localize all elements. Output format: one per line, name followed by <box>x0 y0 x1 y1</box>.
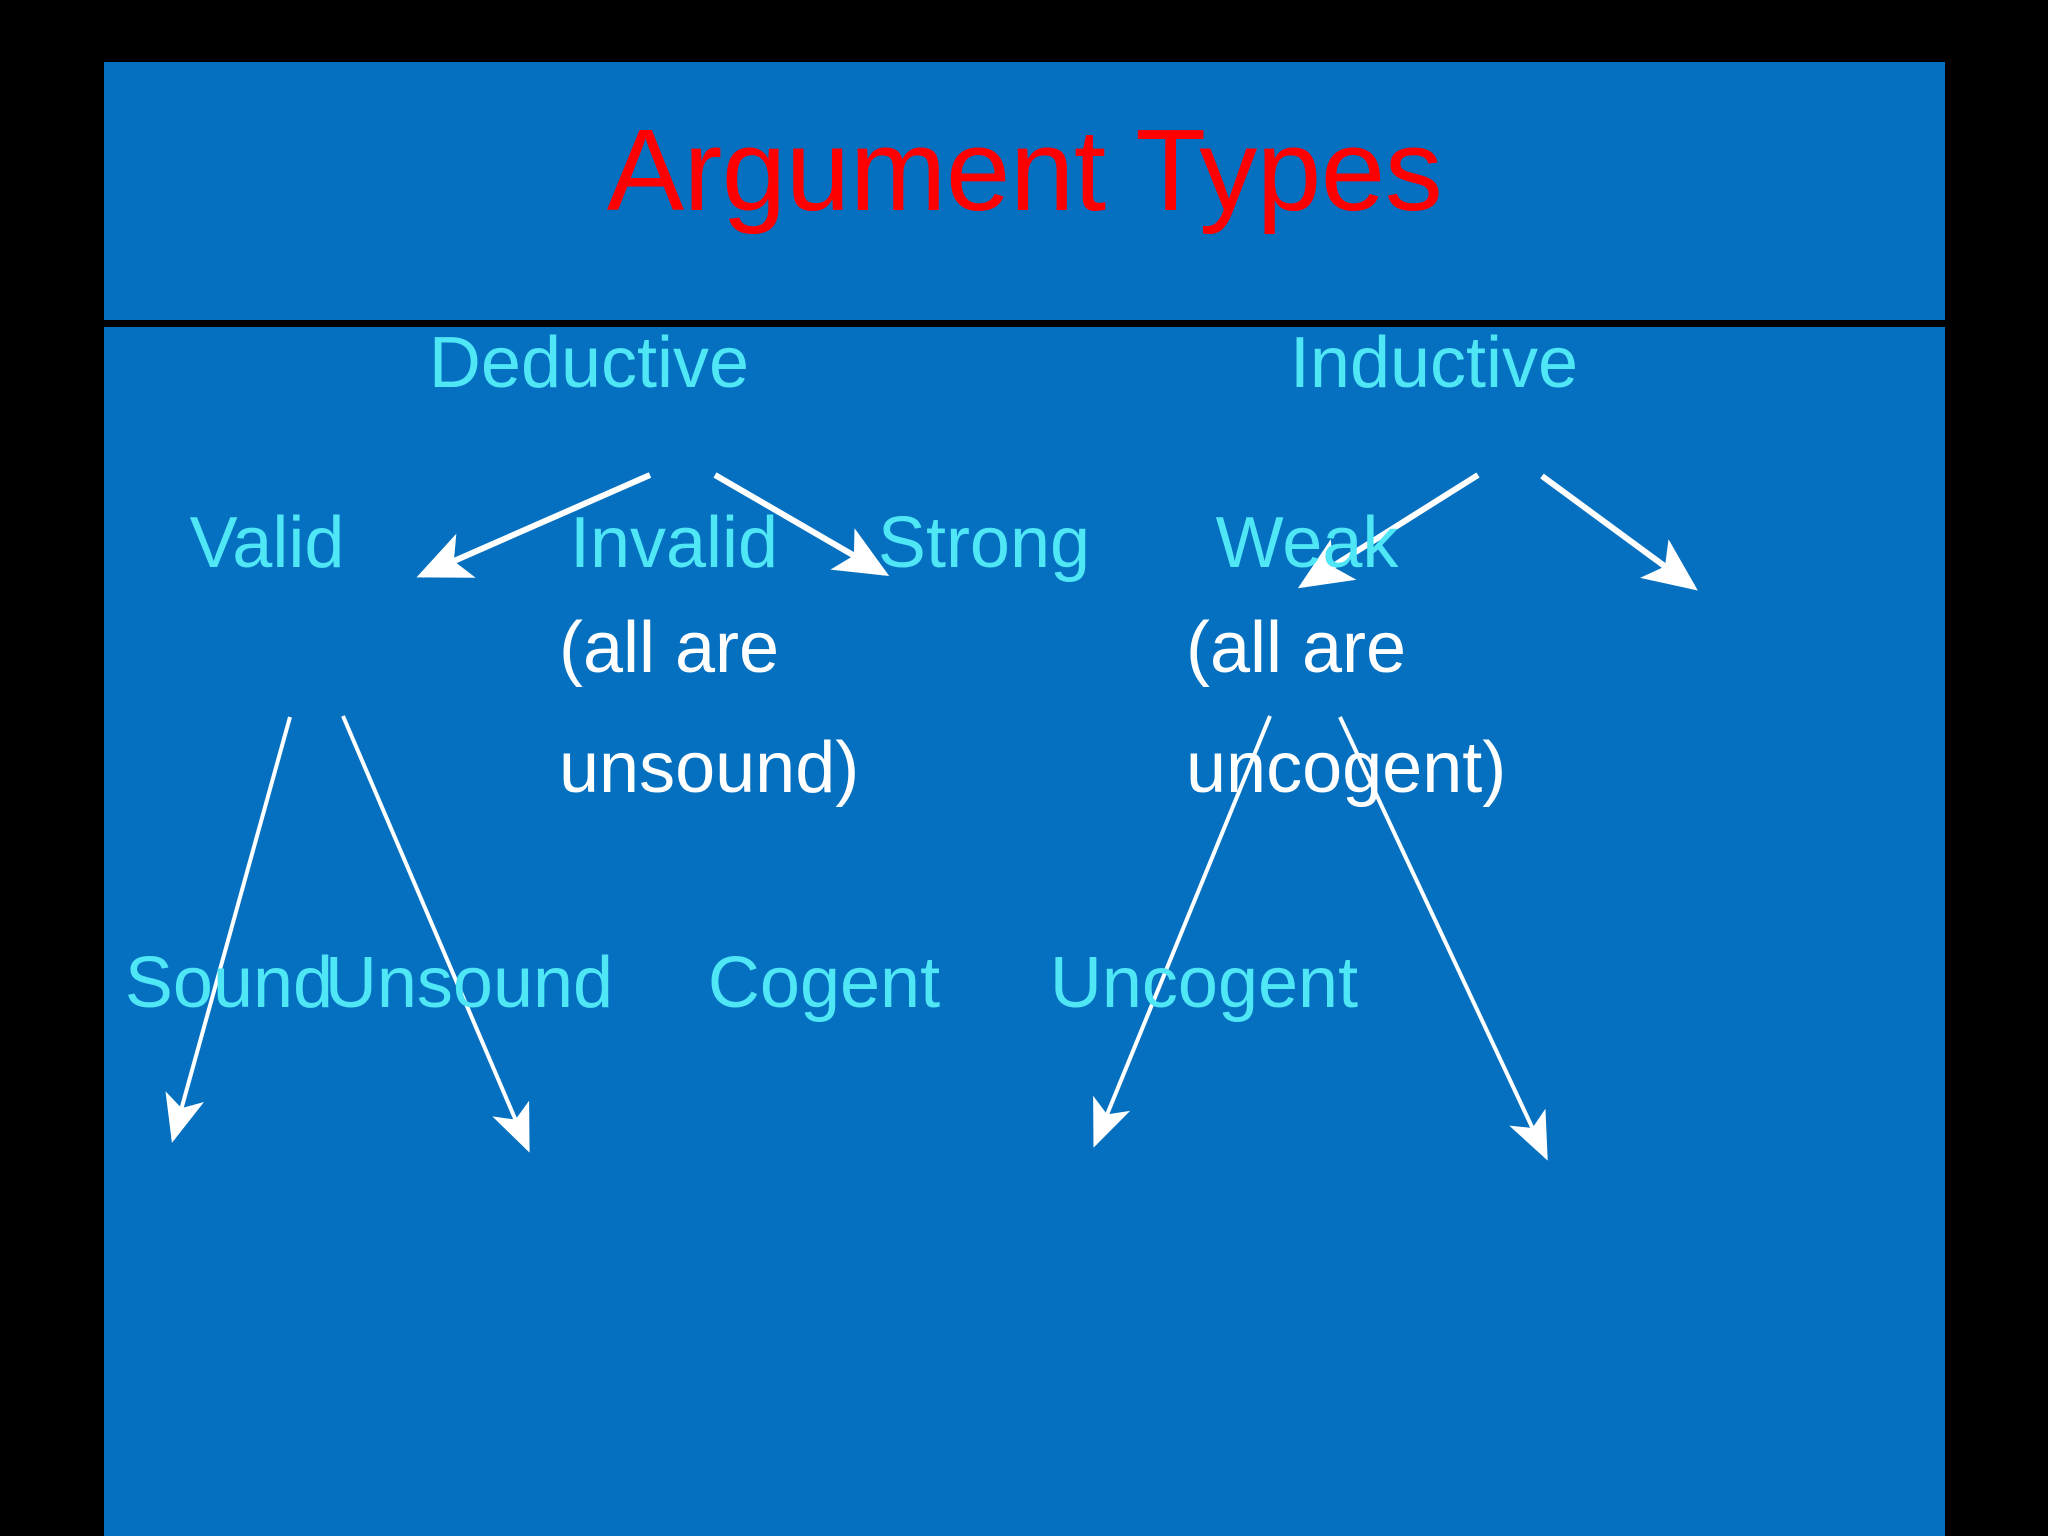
node-valid: Valid <box>189 503 345 583</box>
slide-panel: Argument Types <box>104 62 1945 1536</box>
node-weak: Weak <box>1215 503 1399 583</box>
node-cogent: Cogent <box>707 943 941 1023</box>
title-divider <box>104 320 1945 327</box>
arrow-valid-unsound <box>341 715 530 1153</box>
arrow-inductive-weak <box>1540 473 1698 591</box>
note-invalid-unsound: (all are unsound) <box>559 605 889 813</box>
node-sound: Sound <box>124 943 334 1023</box>
arrow-valid-sound <box>165 716 292 1143</box>
node-deductive: Deductive <box>428 323 750 403</box>
argument-types-diagram: Deductive Inductive Valid Invalid Strong… <box>104 327 1945 1536</box>
node-unsound: Unsound <box>324 943 614 1023</box>
title-band: Argument Types <box>104 62 1945 320</box>
note-weak-uncogent: (all are uncogent) <box>1186 605 1586 813</box>
note-invalid-line-2: unsound) <box>559 727 860 808</box>
node-inductive: Inductive <box>1289 323 1579 403</box>
page-title: Argument Types <box>606 105 1443 235</box>
node-strong: Strong <box>877 503 1091 583</box>
note-weak-line-1: (all are <box>1186 608 1407 688</box>
node-invalid: Invalid <box>569 503 779 583</box>
note-weak-line-2: uncogent) <box>1186 727 1507 808</box>
node-uncogent: Uncogent <box>1049 943 1359 1023</box>
note-invalid-line-1: (all are <box>559 608 780 688</box>
